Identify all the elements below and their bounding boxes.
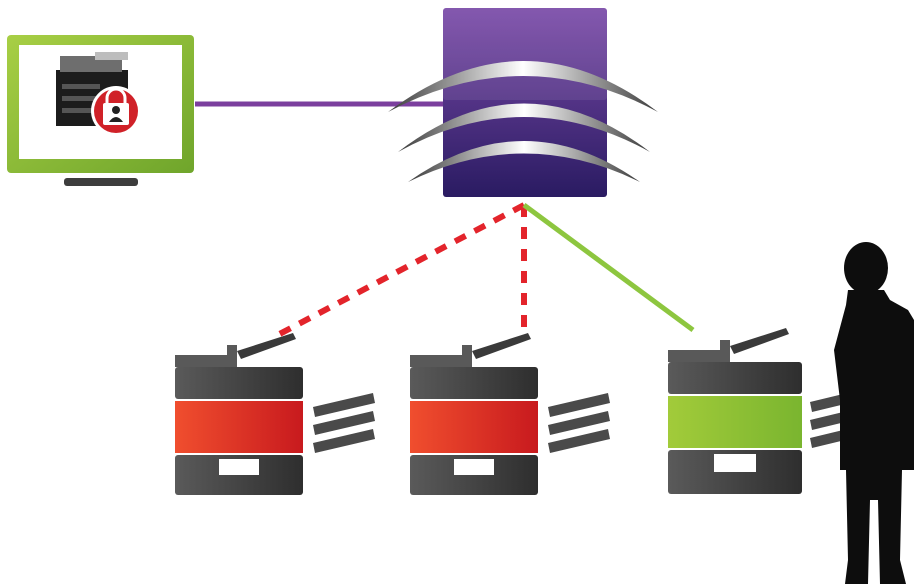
printer-1 (175, 333, 375, 495)
server (388, 8, 658, 197)
monitor (7, 35, 194, 186)
printer-2 (410, 333, 610, 495)
monitor-stand (64, 178, 138, 186)
status-band (410, 401, 538, 453)
server-waves-icon (388, 61, 658, 182)
person-silhouette-icon (834, 242, 914, 584)
status-band (175, 401, 303, 453)
printer-3 (668, 328, 870, 494)
link-server-printer-1 (270, 202, 526, 341)
printer-icon (668, 328, 870, 494)
printer-icon (175, 333, 375, 495)
status-band (668, 396, 802, 448)
printer-with-lock-icon (56, 52, 141, 136)
printer-icon (410, 333, 610, 495)
link-server-printer-3 (522, 202, 695, 333)
